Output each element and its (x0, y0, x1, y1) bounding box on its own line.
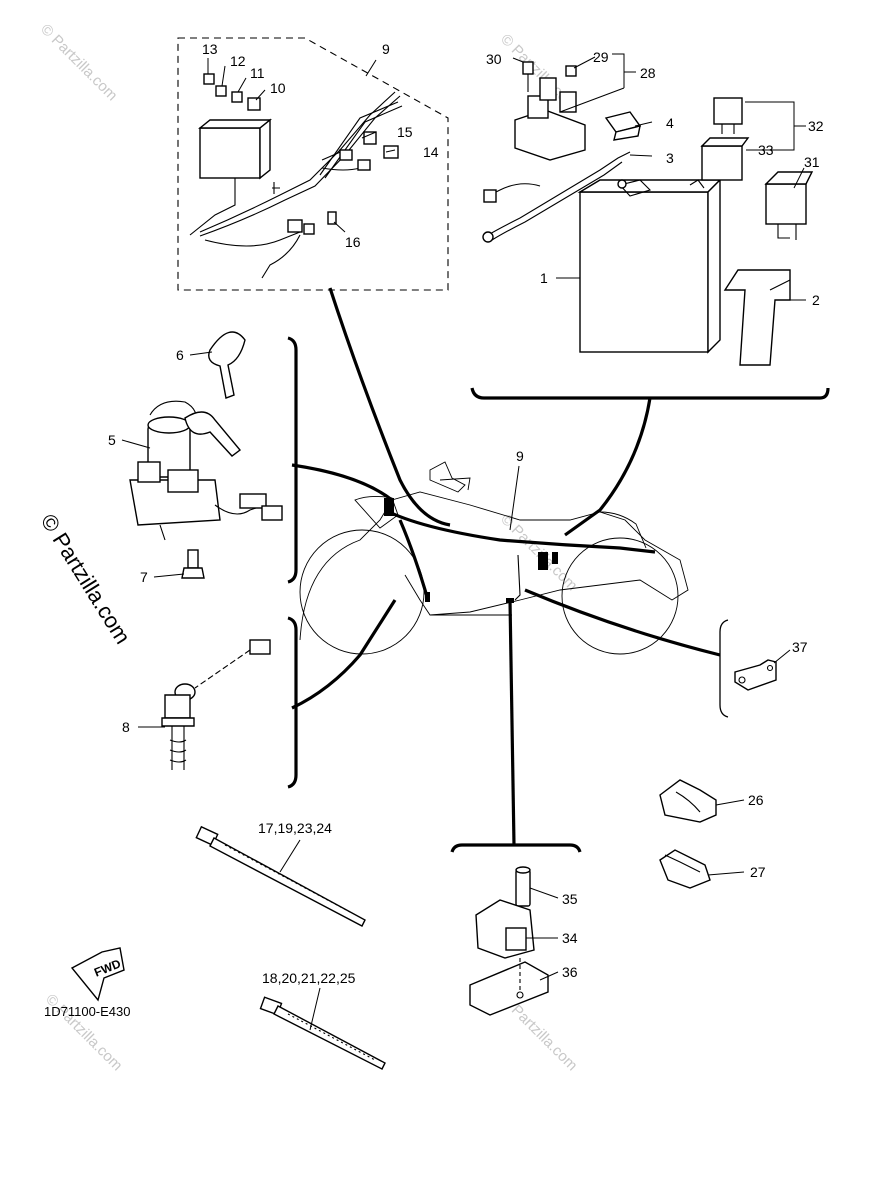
watermark-large: © Partzilla.com (36, 509, 136, 648)
label-12: 12 (230, 53, 246, 69)
connector-mark (552, 552, 558, 564)
part-labels: 9 13 12 11 10 15 14 16 30 29 28 4 3 1 2 … (44, 41, 824, 1019)
connector-mark (538, 552, 548, 570)
label-26: 26 (748, 792, 764, 808)
connector-mark (425, 592, 430, 602)
harness-dashed-box (177, 37, 449, 291)
label-29: 29 (593, 49, 609, 65)
label-32: 32 (808, 118, 824, 134)
label-group-18-20-21-22-25: 18,20,21,22,25 (262, 970, 356, 986)
label-36: 36 (562, 964, 578, 980)
label-2: 2 (812, 292, 820, 308)
bracket-ignition-group (287, 336, 298, 584)
label-16: 16 (345, 234, 361, 250)
bracket-sensor-group (450, 843, 582, 853)
relays-31-33 (700, 97, 814, 240)
cable-tie-long (195, 825, 366, 927)
label-14: 14 (423, 144, 439, 160)
label-31: 31 (804, 154, 820, 170)
bracket-part-37 (734, 659, 777, 691)
label-33: 33 (758, 142, 774, 158)
harness-main (384, 508, 656, 554)
wire-harness (189, 73, 403, 279)
bracket-37 (719, 619, 729, 718)
harness-front (398, 519, 430, 601)
switch-assembly (161, 639, 271, 770)
label-15: 15 (397, 124, 413, 140)
label-34: 34 (562, 930, 578, 946)
fwd-arrow: FWD (70, 947, 125, 1002)
harness-to-battery (564, 397, 652, 537)
label-27: 27 (750, 864, 766, 880)
label-37: 37 (792, 639, 808, 655)
sensor-assembly (469, 866, 549, 1016)
harness-to-bracket37 (524, 588, 721, 657)
bracket-battery-group (470, 387, 830, 400)
label-9-center: 9 (516, 448, 524, 464)
label-13: 13 (202, 41, 218, 57)
label-35: 35 (562, 891, 578, 907)
harness-to-ignition (291, 463, 393, 502)
harness-to-box9 (328, 287, 451, 527)
label-30: 30 (486, 51, 502, 67)
label-3: 3 (666, 150, 674, 166)
key-and-ignition (129, 331, 283, 579)
starter-relay (514, 61, 586, 161)
battery-parts (482, 111, 791, 366)
drawing-code: 1D71100-E430 (44, 1004, 131, 1019)
watermark-top-left: © Partzilla.com (37, 21, 120, 104)
label-7: 7 (140, 569, 148, 585)
label-11: 11 (250, 65, 265, 81)
connector-mark (506, 598, 514, 603)
label-8: 8 (122, 719, 130, 735)
bracket-switch-group (287, 616, 298, 789)
motorcycle-outline (299, 461, 689, 655)
label-9-box: 9 (382, 41, 390, 57)
harness-to-switch8 (291, 599, 397, 710)
label-group-17-19-23-24: 17,19,23,24 (258, 820, 332, 836)
label-4: 4 (666, 115, 674, 131)
label-5: 5 (108, 432, 116, 448)
clamps (659, 779, 717, 889)
label-28: 28 (640, 65, 656, 81)
label-1: 1 (540, 270, 548, 286)
leader-lines (121, 53, 806, 1031)
connector-mark (384, 498, 394, 516)
label-10: 10 (270, 80, 286, 96)
harness-to-sensor (508, 599, 516, 846)
harness-branch (514, 554, 521, 601)
cable-tie-short (259, 996, 386, 1070)
label-6: 6 (176, 347, 184, 363)
